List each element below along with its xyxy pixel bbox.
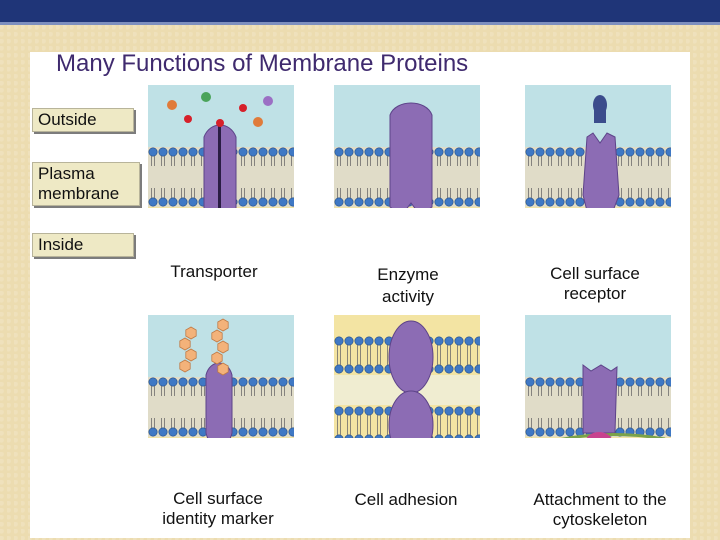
panel-enzyme — [334, 85, 480, 208]
caption-line: Cell adhesion — [354, 490, 458, 509]
panel-receptor — [525, 85, 671, 208]
outside-label-text: Outside — [38, 110, 97, 129]
caption-line: Cell surface — [173, 489, 263, 508]
slide-title: Many Functions of Membrane Proteins — [56, 50, 469, 77]
caption-line: Cell surface — [550, 264, 640, 283]
plasma-membrane-label: Plasma membrane — [32, 162, 140, 206]
caption-line: Attachment to the — [533, 490, 667, 509]
caption-adhesion: Cell adhesion — [336, 490, 476, 510]
caption-line: Enzyme — [377, 265, 439, 284]
enzyme-illustration — [334, 85, 480, 208]
caption-cytoskeleton: Attachment to the cytoskeleton — [508, 490, 692, 530]
caption-enzyme: Enzyme activity — [340, 264, 476, 308]
caption-transporter: Transporter — [148, 262, 280, 282]
panel-adhesion — [334, 315, 480, 438]
header-strip — [0, 22, 720, 25]
sugar-chain — [211, 318, 229, 376]
caption-receptor: Cell surface receptor — [520, 264, 670, 304]
caption-line: cytoskeleton — [552, 510, 648, 529]
caption-line: Transporter — [170, 262, 258, 281]
caption-identity: Cell surface identity marker — [138, 489, 298, 529]
caption-line: activity — [382, 287, 434, 306]
panel-cytoskeleton — [525, 315, 671, 438]
outside-label: Outside — [32, 108, 134, 132]
receptor-illustration — [525, 85, 671, 208]
sugar-chain — [179, 326, 197, 373]
plasma-label-line1: Plasma — [38, 164, 95, 183]
lipid-bilayer — [148, 147, 294, 207]
panel-identity — [148, 315, 294, 438]
adhesion-illustration — [334, 315, 480, 438]
caption-line: identity marker — [162, 509, 274, 528]
header-bar — [0, 0, 720, 22]
caption-line: receptor — [563, 284, 627, 303]
identity-illustration — [148, 315, 294, 438]
panel-transporter — [148, 85, 294, 208]
plasma-label-line2: membrane — [38, 184, 120, 203]
inside-label-text: Inside — [38, 235, 84, 254]
cytoskeleton-illustration — [525, 315, 671, 438]
inside-label: Inside — [32, 233, 134, 257]
transporter-illustration — [148, 85, 294, 208]
